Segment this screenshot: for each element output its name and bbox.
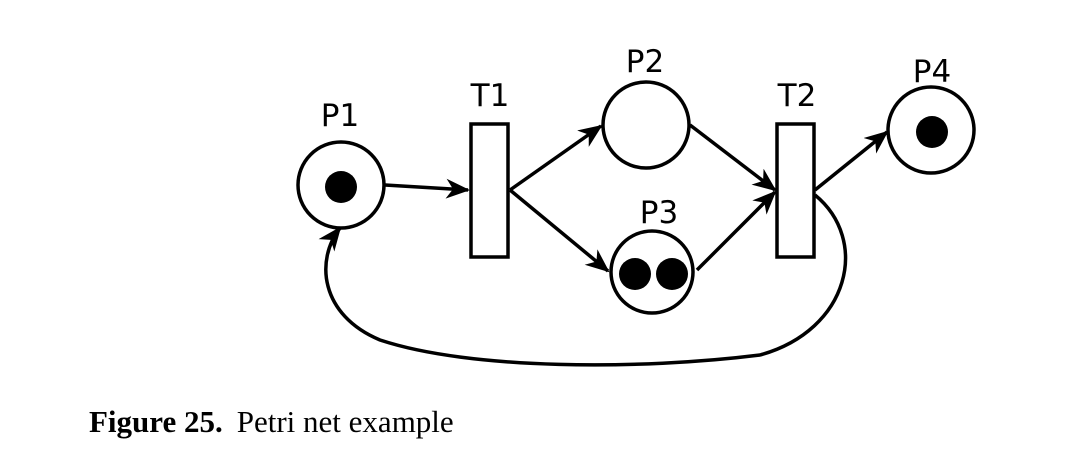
place-p4: P4 [886, 54, 976, 175]
transition-label-t2: T2 [777, 78, 817, 114]
place-label-p2: P2 [626, 44, 664, 80]
figure-caption-text: Petri net example [236, 404, 454, 439]
arc-t1-p2 [508, 124, 603, 192]
arc-t2-p4 [813, 130, 889, 192]
place-p3: P3 [609, 195, 695, 315]
arc-t2-p1 [318, 193, 848, 367]
arc-t1-p3 [508, 188, 610, 273]
place-label-p1: P1 [321, 98, 359, 134]
place-label-p3: P3 [640, 195, 678, 231]
figure-number: Figure 25. [89, 404, 223, 439]
place-label-p4: P4 [913, 54, 951, 90]
figure-caption: Figure 25. Petri net example [89, 404, 454, 440]
arc-p2-t2 [688, 123, 777, 192]
token [325, 171, 357, 203]
token [619, 258, 651, 290]
transition-label-t1: T1 [470, 78, 510, 114]
arc-p1-t1 [384, 178, 470, 199]
transition-t2: T2 [775, 78, 817, 259]
token [916, 116, 948, 148]
token [656, 258, 688, 290]
place-p2: P2 [601, 44, 691, 170]
arcs [318, 123, 889, 367]
transition-t1: T1 [469, 78, 510, 259]
place-p1: P1 [296, 98, 386, 230]
arc-p3-t2 [695, 190, 777, 272]
